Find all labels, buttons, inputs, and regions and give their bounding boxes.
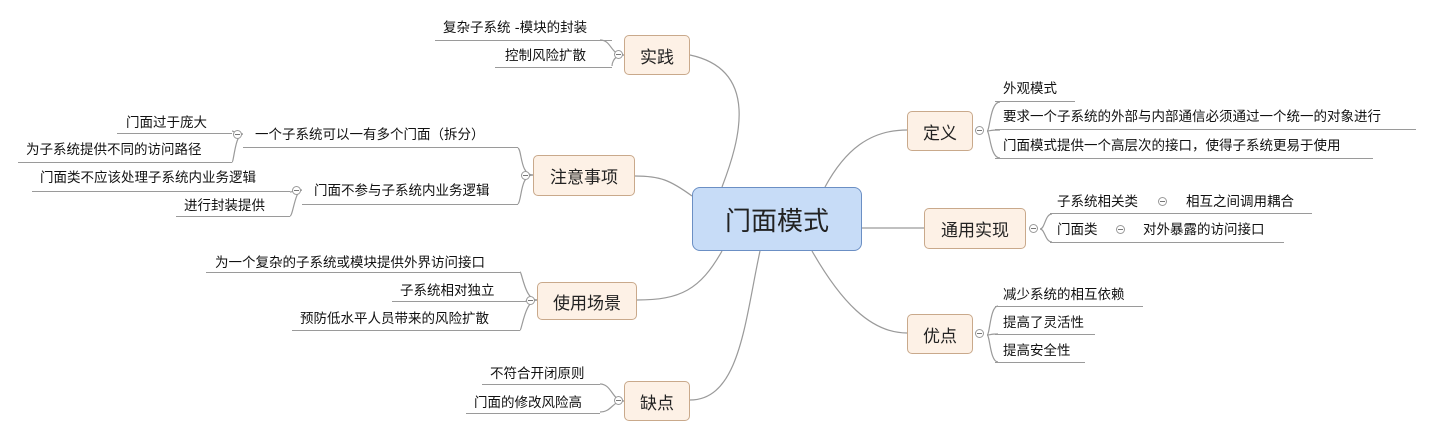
connector-pros	[811, 250, 908, 334]
impl-item-2[interactable]: 门面类	[1057, 222, 1098, 238]
collapse-toggle-icon[interactable]	[1158, 197, 1167, 206]
note-item-1-child-2[interactable]: 为子系统提供不同的访问路径	[26, 142, 202, 158]
leaf-scenario-3[interactable]: 预防低水平人员带来的风险扩散	[300, 311, 489, 327]
collapse-toggle-icon[interactable]	[526, 296, 535, 305]
collapse-toggle-icon[interactable]	[975, 329, 984, 338]
note-item-1[interactable]: 一个子系统可以一有多个门面（拆分）	[255, 127, 485, 143]
collapse-toggle-icon[interactable]	[614, 50, 623, 59]
leaf-practice-1[interactable]: 复杂子系统 -模块的封装	[443, 20, 588, 36]
collapse-toggle-icon[interactable]	[1116, 225, 1125, 234]
leaf-pros-3[interactable]: 提高安全性	[1003, 343, 1071, 359]
leaf-cons-2[interactable]: 门面的修改风险高	[474, 395, 582, 411]
leaf-scenario-2[interactable]: 子系统相对独立	[400, 283, 495, 299]
connector-definition	[824, 129, 908, 188]
leaf-cons-1[interactable]: 不符合开闭原则	[490, 366, 585, 382]
connector-scenarios	[636, 250, 723, 301]
collapse-toggle-icon[interactable]	[1029, 224, 1038, 233]
branch-scenarios[interactable]: 使用场景	[537, 282, 637, 320]
impl-item-1[interactable]: 子系统相关类	[1057, 194, 1138, 210]
connector-practice	[689, 54, 740, 188]
collapse-toggle-icon[interactable]	[521, 171, 530, 180]
leaf-pros-2[interactable]: 提高了灵活性	[1003, 315, 1084, 331]
impl-item-1-child[interactable]: 相互之间调用耦合	[1186, 194, 1294, 210]
note-item-2[interactable]: 门面不参与子系统内业务逻辑	[314, 183, 490, 199]
leaf-definition-1[interactable]: 外观模式	[1003, 81, 1057, 97]
collapse-toggle-icon[interactable]	[292, 186, 301, 195]
leaf-practice-2[interactable]: 控制风险扩散	[505, 48, 586, 64]
branch-definition[interactable]: 定义	[907, 111, 973, 151]
leaf-scenario-1[interactable]: 为一个复杂的子系统或模块提供外界访问接口	[215, 255, 485, 271]
collapse-toggle-icon[interactable]	[975, 126, 984, 135]
leaf-pros-1[interactable]: 减少系统的相互依赖	[1003, 287, 1125, 303]
branch-impl[interactable]: 通用实现	[924, 208, 1026, 249]
leaf-definition-3[interactable]: 门面模式提供一个高层次的接口，使得子系统更易于使用	[1003, 138, 1341, 154]
branch-practice[interactable]: 实践	[624, 35, 690, 75]
collapse-toggle-icon[interactable]	[614, 396, 623, 405]
collapse-toggle-icon[interactable]	[233, 130, 242, 139]
connector-notes	[634, 175, 693, 197]
impl-item-2-child[interactable]: 对外暴露的访问接口	[1143, 222, 1265, 238]
note-item-2-child-2[interactable]: 进行封装提供	[184, 198, 265, 214]
note-item-2-child-1[interactable]: 门面类不应该处理子系统内业务逻辑	[40, 170, 256, 186]
branch-notes[interactable]: 注意事项	[533, 155, 635, 196]
leaf-definition-2[interactable]: 要求一个子系统的外部与内部通信必须通过一个统一的对象进行	[1003, 109, 1381, 125]
root-node[interactable]: 门面模式	[692, 187, 862, 251]
branch-cons[interactable]: 缺点	[624, 381, 690, 421]
note-item-1-child-1[interactable]: 门面过于庞大	[126, 115, 207, 131]
connector-cons	[689, 250, 761, 401]
branch-pros[interactable]: 优点	[907, 314, 973, 354]
